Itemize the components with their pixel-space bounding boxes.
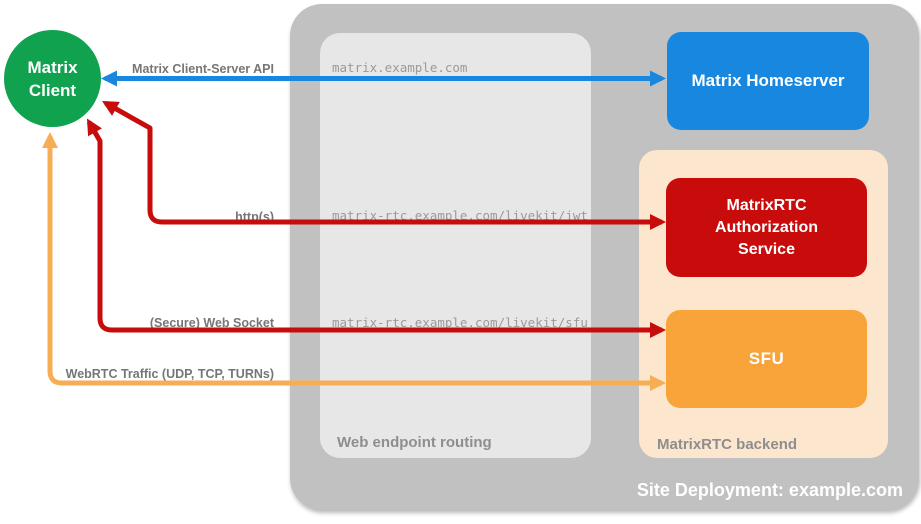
auth-service-label-line2: Authorization: [714, 218, 819, 236]
websocket-arrow-label: (Secure) Web Socket: [149, 316, 274, 330]
client-server-api-arrow-label: Matrix Client-Server API: [132, 62, 274, 76]
endpoint-homeserver-url: matrix.example.com: [332, 60, 468, 75]
auth-service-label-line3: Service: [738, 240, 795, 258]
webrtc-traffic-arrow-label: WebRTC Traffic (UDP, TCP, TURNs): [65, 367, 274, 381]
web-endpoint-routing-label: Web endpoint routing: [337, 434, 492, 451]
matrix-client-node: Matrix Client: [4, 30, 101, 127]
auth-service-label-line1: MatrixRTC: [726, 196, 807, 214]
matrixrtc-authorization-service-node: MatrixRTC Authorization Service: [666, 178, 867, 277]
site-deployment-label: Site Deployment: example.com: [636, 480, 903, 500]
matrixrtc-backend-label: MatrixRTC backend: [657, 436, 798, 453]
endpoint-livekit-jwt-url: matrix-rtc.example.com/livekit/jwt: [332, 208, 588, 223]
sfu-label: SFU: [748, 349, 785, 368]
matrix-homeserver-label: Matrix Homeserver: [691, 71, 845, 90]
endpoint-livekit-sfu-url: matrix-rtc.example.com/livekit/sfu: [332, 315, 588, 330]
https-arrow-label: http(s): [235, 210, 274, 224]
matrix-client-label-line2: Client: [28, 80, 77, 100]
matrix-client-label-line1: Matrix: [27, 57, 78, 77]
web-endpoint-routing-container: Web endpoint routing: [320, 33, 591, 458]
sfu-node: SFU: [666, 310, 867, 408]
matrix-homeserver-node: Matrix Homeserver: [667, 32, 869, 130]
